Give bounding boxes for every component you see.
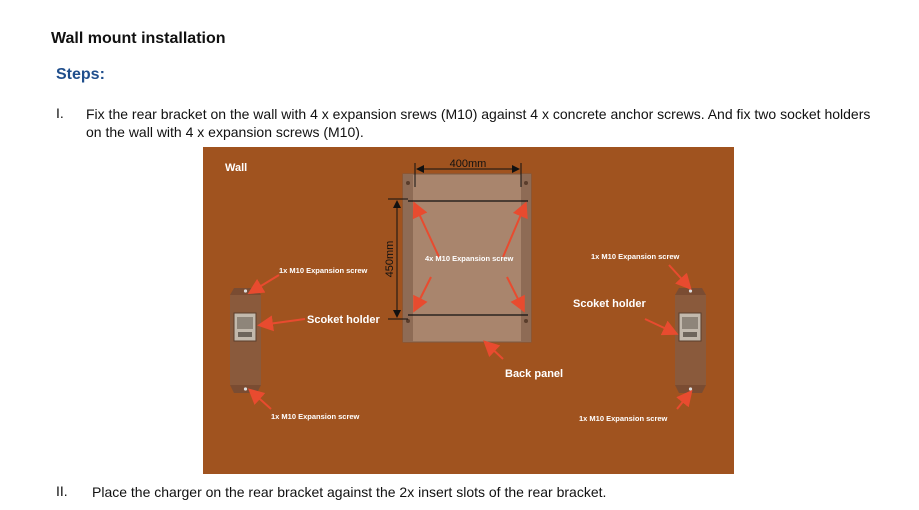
wall-label: Wall bbox=[225, 162, 247, 174]
arrow-right-top-screw bbox=[668, 264, 692, 290]
panel-screw-top-left bbox=[406, 181, 410, 185]
panel-screw-top-right bbox=[524, 181, 528, 185]
panel-screw-label: 4x M10 Expansion screw bbox=[425, 254, 514, 263]
width-dim-label: 400mm bbox=[450, 158, 487, 170]
left-holder-label: Scoket holder bbox=[307, 314, 380, 326]
arrow-right-bottom-screw bbox=[676, 389, 693, 410]
installation-diagram: Wall 400mm 450mm 4x M10 Expansion screw … bbox=[203, 147, 734, 474]
panel-screw-bottom-left bbox=[406, 319, 410, 323]
arrow-left-top-screw bbox=[247, 274, 280, 295]
panel-screw-bottom-right bbox=[524, 319, 528, 323]
height-dim-label: 450mm bbox=[384, 241, 396, 278]
arrow-panel-bottom-right bbox=[506, 276, 525, 313]
back-panel-left-rail bbox=[403, 174, 413, 342]
page-heading: Wall mount installation bbox=[51, 30, 226, 47]
arrow-panel-top-right bbox=[502, 201, 528, 258]
back-panel-label: Back panel bbox=[505, 368, 563, 380]
right-socket-holder bbox=[675, 288, 706, 393]
arrow-back-panel bbox=[483, 340, 504, 360]
step-1-number: I. bbox=[56, 105, 64, 121]
left-socket-holder bbox=[230, 288, 261, 393]
step-1-text: Fix the rear bracket on the wall with 4 … bbox=[86, 106, 871, 140]
arrow-panel-top-left bbox=[412, 201, 440, 258]
right-bottom-screw-label: 1x M10 Expansion screw bbox=[579, 414, 668, 423]
arrow-panel-bottom-left bbox=[413, 276, 432, 313]
arrow-left-bottom-screw bbox=[248, 388, 272, 410]
arrow-right-holder bbox=[644, 318, 679, 336]
back-panel-right-rail bbox=[521, 174, 531, 342]
left-bottom-screw-label: 1x M10 Expansion screw bbox=[271, 412, 360, 421]
wall-diagram-svg: Wall 400mm 450mm 4x M10 Expansion screw … bbox=[203, 147, 734, 474]
right-holder-label: Scoket holder bbox=[573, 298, 646, 310]
left-top-screw-label: 1x M10 Expansion screw bbox=[279, 266, 368, 275]
step-2-number: II. bbox=[56, 483, 68, 499]
arrow-left-holder bbox=[257, 315, 306, 332]
step-2-text: Place the charger on the rear bracket ag… bbox=[92, 484, 607, 500]
right-top-screw-label: 1x M10 Expansion screw bbox=[591, 252, 680, 261]
steps-heading: Steps: bbox=[56, 66, 105, 83]
